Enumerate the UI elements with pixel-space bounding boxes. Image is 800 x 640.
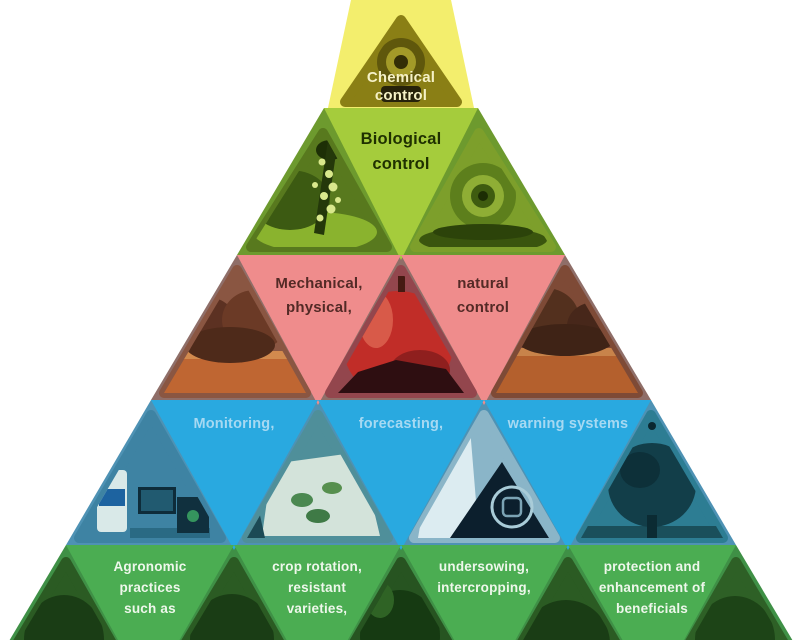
label-line: such as [124, 601, 176, 616]
label-line: varieties, [287, 601, 348, 616]
label-line: forecasting, [359, 416, 444, 432]
label-line: physical, [286, 299, 352, 316]
label-line: Biological [361, 130, 442, 148]
label-agronomic-practices: Agronomic practices such as [113, 559, 186, 616]
tile-undersowing [401, 545, 568, 640]
sprayer-photo-detail [377, 38, 425, 102]
label-line: intercropping, [437, 580, 531, 595]
field-photo-5-detail [695, 596, 775, 640]
label-natural-control: natural control [457, 275, 509, 316]
label-line: Mechanical, [275, 275, 362, 292]
tile-biological-control [324, 108, 478, 260]
tile-agronomic-practices [66, 545, 234, 640]
label-mechanical-physical: Mechanical, physical, [275, 275, 362, 316]
label-crop-rotation: crop rotation, resistant varieties, [272, 559, 362, 616]
label-line: warning systems [507, 416, 629, 432]
label-line: Monitoring, [193, 416, 274, 432]
label-line: control [375, 87, 427, 104]
tile-natural-control [401, 255, 565, 405]
field-photo-1-detail [24, 595, 104, 640]
beneficial-insect-photo-detail [419, 163, 547, 247]
label-forecasting: forecasting, [359, 416, 444, 432]
label-line: Agronomic [113, 559, 186, 574]
field-photo-4-detail [522, 600, 610, 640]
tile-crop-rotation [234, 545, 401, 640]
label-protection-beneficials: protection and enhancement of beneficial… [599, 559, 706, 616]
field-photo-2-detail [190, 594, 274, 640]
label-biological-control: Biological control [361, 130, 442, 173]
label-line: control [457, 299, 509, 316]
label-monitoring: Monitoring, [193, 416, 274, 432]
tile-mechanical-physical [237, 255, 401, 405]
label-line: crop rotation, [272, 559, 362, 574]
label-warning-systems: warning systems [507, 416, 629, 432]
tile-warning-systems [484, 400, 651, 550]
label-line: Chemical [367, 69, 435, 86]
label-line: control [372, 155, 429, 173]
label-line: natural [457, 275, 508, 292]
orchard-tree-photo-detail [581, 422, 723, 538]
label-line: enhancement of [599, 580, 706, 595]
tile-monitoring [151, 400, 318, 550]
label-line: resistant [288, 580, 346, 595]
label-chemical-control: Chemical control [367, 69, 435, 104]
label-line: protection and [604, 559, 701, 574]
tile-forecasting [318, 400, 484, 550]
label-undersowing: undersowing, intercropping, [437, 559, 531, 595]
label-line: beneficials [616, 601, 688, 616]
tile-protection-beneficials [568, 545, 736, 640]
label-line: practices [119, 580, 180, 595]
label-line: undersowing, [439, 559, 529, 574]
